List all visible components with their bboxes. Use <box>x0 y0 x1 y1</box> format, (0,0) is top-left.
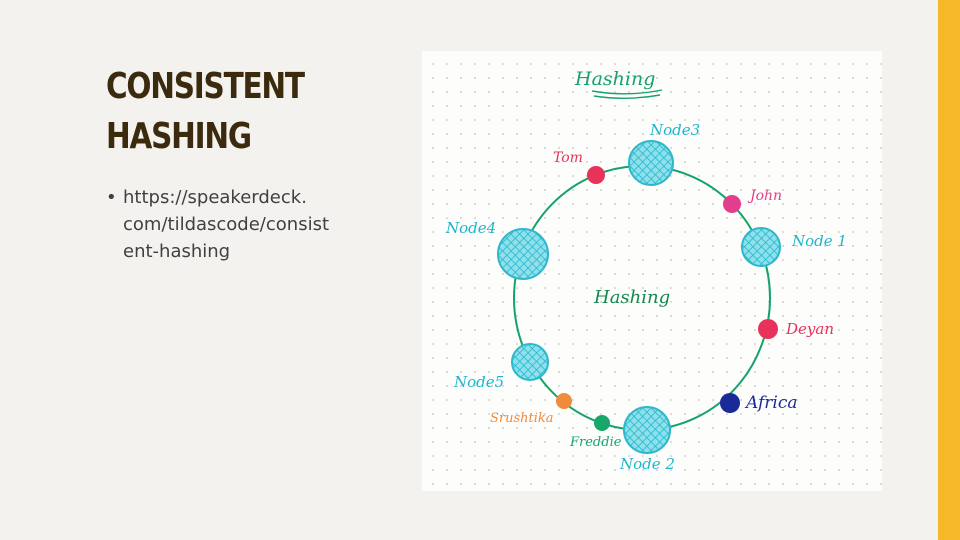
title-underline <box>591 89 663 99</box>
bullet-marker: • <box>106 187 117 208</box>
bullet-item: • https://speakerdeck. com/tildascode/co… <box>106 184 376 265</box>
title-line-1: CONSISTENT <box>106 66 305 107</box>
key-deyan: Deyan <box>758 319 834 339</box>
node-2-label: Node 2 <box>619 455 675 473</box>
diagram-top-title: Hashing <box>574 68 655 90</box>
key-tom-label: Tom <box>553 150 583 166</box>
bullet-list: • https://speakerdeck. com/tildascode/co… <box>106 184 376 265</box>
node-1: Node 1 <box>741 227 847 267</box>
key-deyan-dot <box>758 319 778 339</box>
key-john: John <box>723 188 782 213</box>
node-3: Node3 <box>628 121 700 186</box>
key-africa-dot <box>720 393 740 413</box>
node-1-marker <box>741 227 781 267</box>
hashing-ring-photo: Hashing Hashing Node3 Node 1 Node 2 Node… <box>422 51 882 491</box>
node-3-label: Node3 <box>649 121 700 139</box>
key-srushtika: Srushtika <box>490 393 572 426</box>
key-freddie: Freddie <box>569 415 622 450</box>
accent-bar <box>938 0 960 540</box>
key-deyan-label: Deyan <box>785 320 834 338</box>
key-srushtika-dot <box>556 393 572 409</box>
key-tom-dot <box>587 166 605 184</box>
ring-center-label: Hashing <box>593 287 670 308</box>
node-3-marker <box>628 140 674 186</box>
node-2: Node 2 <box>619 406 675 473</box>
key-tom: Tom <box>553 150 605 184</box>
key-africa: Africa <box>720 393 798 413</box>
title-line-2: HASHING <box>106 116 252 157</box>
bullet-line-3: ent-hashing <box>123 241 231 262</box>
node-4-label: Node4 <box>445 219 496 237</box>
node-4: Node4 <box>445 219 549 280</box>
slide-title: CONSISTENT HASHING <box>106 62 352 162</box>
bullet-line-2: com/tildascode/consist <box>123 214 330 235</box>
node-2-marker <box>623 406 671 454</box>
hashing-ring-diagram: Hashing Hashing Node3 Node 1 Node 2 Node… <box>445 68 847 473</box>
key-freddie-label: Freddie <box>569 435 622 450</box>
key-srushtika-label: Srushtika <box>490 411 554 426</box>
node-5-marker <box>511 343 549 381</box>
node-5-label: Node5 <box>453 373 504 391</box>
bullet-line-1: https://speakerdeck. <box>123 187 307 208</box>
node-1-label: Node 1 <box>791 232 847 250</box>
node-5: Node5 <box>453 343 549 391</box>
key-john-label: John <box>747 188 782 204</box>
key-john-dot <box>723 195 741 213</box>
node-4-marker <box>497 228 549 280</box>
key-africa-label: Africa <box>744 393 798 413</box>
key-freddie-dot <box>594 415 610 431</box>
